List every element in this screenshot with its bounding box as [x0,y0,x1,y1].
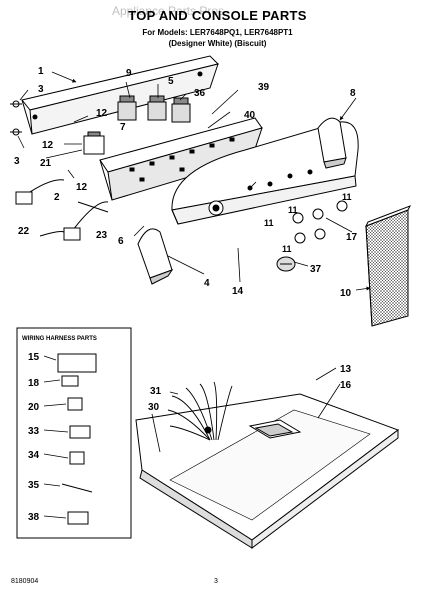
harness-box-labels: WIRING HARNESS PARTS 15 18 20 33 34 35 3… [22,336,97,523]
harness-part-15: 15 [28,352,40,363]
callout-22: 22 [18,226,30,237]
control-knobs [276,200,348,272]
console [171,121,359,225]
callout-12-b: 12 [42,140,54,151]
callout-3-top: 3 [38,84,44,95]
callout-30: 30 [148,402,160,413]
model-numbers: For Models: LER7648PQ1, LER7648PT1 [142,28,293,37]
callout-5: 5 [168,76,174,87]
callout-3-bottom: 3 [14,156,20,167]
harness-part-18: 18 [28,378,40,389]
callout-11-a: 11 [288,205,298,215]
callout-12-c: 12 [76,182,88,193]
console-end-cap-right [317,117,347,169]
finish-options: (Designer White) (Biscuit) [168,39,267,48]
callout-31: 31 [150,386,162,397]
wiring-bundle [167,381,233,441]
callout-1: 1 [38,66,44,77]
callout-36: 36 [194,88,206,99]
harness-part-33: 33 [28,426,40,437]
callout-14: 14 [232,286,244,297]
callout-11-c: 11 [282,244,292,254]
callout-6: 6 [118,236,124,247]
callout-16: 16 [340,380,352,391]
harness-part-20: 20 [28,402,40,413]
harness-part-34: 34 [28,450,40,461]
watermark: Appliance Parts Pros [112,4,225,18]
wiring-harness-box [16,327,132,539]
document-number: 8180904 [11,578,39,585]
callout-numbers: 1 3 3 12 12 12 21 2 22 23 9 5 36 7 39 40… [14,66,358,413]
relay-module [83,131,105,155]
callout-40: 40 [244,110,256,121]
callout-12-a: 12 [96,108,108,119]
page-title: TOP AND CONSOLE PARTS [128,8,307,23]
callout-4: 4 [204,278,210,289]
leader-lines [17,71,371,453]
callout-8: 8 [350,88,356,99]
screw-hardware [10,100,22,136]
harness-part-35: 35 [28,480,40,491]
callout-37: 37 [310,264,322,275]
callout-23: 23 [96,230,108,241]
console-end-cap-left [137,228,174,285]
harness-part-38: 38 [28,512,40,523]
lint-screen [364,205,412,327]
callout-2: 2 [54,192,60,203]
callout-10: 10 [340,288,352,299]
callout-21: 21 [40,158,52,169]
page-number: 3 [214,578,218,585]
control-panel-bracket [99,117,263,201]
callout-11-b: 11 [264,218,274,228]
callout-17: 17 [346,232,358,243]
harness-box-title: WIRING HARNESS PARTS [22,336,97,342]
callout-9: 9 [126,68,132,79]
callout-7: 7 [120,122,126,133]
switch-components [117,95,191,123]
callout-39: 39 [258,82,270,93]
callout-11-d: 11 [342,192,352,202]
callout-13: 13 [340,364,352,375]
dryer-top-panel [135,393,400,550]
wire-harnesses [15,179,109,241]
